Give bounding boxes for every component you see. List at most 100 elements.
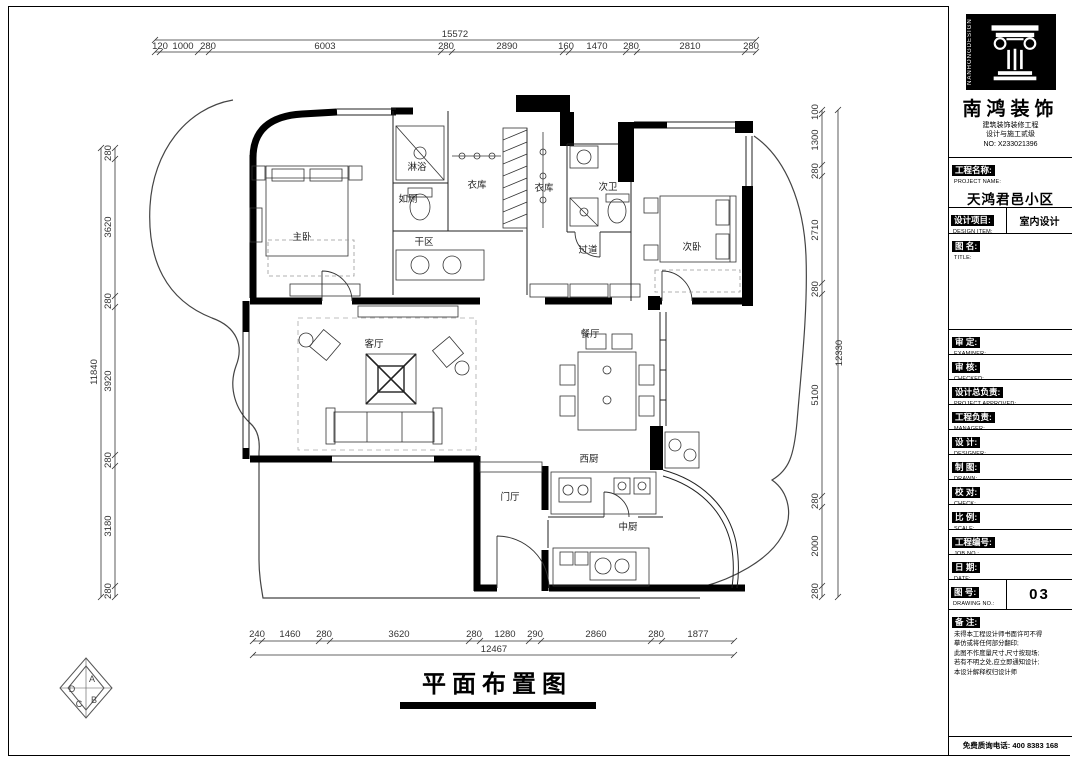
dim-label: 1300 bbox=[810, 129, 821, 150]
corner-ornament-letters: A B C D bbox=[69, 674, 97, 709]
dim-label: 280 bbox=[316, 629, 332, 640]
dimension-labels-top: 15572 120 1000 280 6003 280 2890 160 147… bbox=[152, 29, 759, 52]
dim-label: 160 bbox=[558, 41, 574, 52]
drawing-name-label: 图 名: bbox=[952, 241, 981, 253]
drawing-name-section: 图 名: TITLE: bbox=[949, 234, 1072, 330]
room-label-corridor: 过道 bbox=[578, 244, 598, 256]
note-line: 摹仿或将任何部分翻印; bbox=[954, 640, 1019, 648]
dim-label: 3180 bbox=[103, 515, 114, 536]
room-label-foyer: 门厅 bbox=[500, 491, 520, 503]
dim-label: 3620 bbox=[388, 629, 409, 640]
room-label-shower: 淋浴 bbox=[407, 161, 427, 173]
dim-label: 2710 bbox=[810, 219, 821, 240]
room-label-west-kitchen: 西厨 bbox=[579, 454, 599, 465]
dimension-labels-right: 12330 100 1300 280 2710 280 5100 280 200… bbox=[810, 104, 845, 599]
dim-label: 2890 bbox=[496, 41, 517, 52]
room-label-closet-a: 衣库 bbox=[467, 179, 487, 191]
field-label: 设 计: bbox=[952, 437, 981, 449]
drawing-number-label-en: DRAWING NO.: bbox=[953, 601, 995, 607]
room-label-chinese-kitchen: 中厨 bbox=[618, 521, 638, 533]
dim-label: 1460 bbox=[279, 629, 300, 640]
notes-section: 备 注: 未得本工程设计师书面许可不得 摹仿或将任何部分翻印; 此图不作度量尺寸… bbox=[949, 610, 1072, 737]
windows bbox=[242, 108, 753, 589]
dim-label: 100 bbox=[810, 104, 821, 120]
field-label-en: EXAMINER: bbox=[954, 351, 987, 357]
field-label-en: PROJECT APPROVED: bbox=[954, 401, 1017, 407]
dim-right-total: 12330 bbox=[834, 340, 845, 366]
field-label: 工程负责: bbox=[952, 412, 995, 424]
dim-label: 280 bbox=[810, 583, 821, 599]
dim-label: 280 bbox=[623, 41, 639, 52]
field-label: 校 对: bbox=[952, 487, 981, 499]
field-drawn: 制 图: DRAWN: bbox=[949, 455, 1072, 482]
ornament-letter-c: C bbox=[76, 699, 83, 709]
field-examiner: 审 定: EXAMINER: bbox=[949, 330, 1072, 357]
cert-line-2: 设计与施工贰级 bbox=[986, 131, 1035, 139]
title-underline-bar bbox=[400, 702, 596, 709]
dim-label: 2810 bbox=[679, 41, 700, 52]
doors bbox=[321, 231, 693, 589]
project-name-label: 工程名称: bbox=[952, 165, 995, 177]
project-name-section: 工程名称: PROJECT NAME: 天鸿君邑小区 bbox=[949, 158, 1072, 208]
field-check: 校 对: CHECK: bbox=[949, 480, 1072, 507]
sheet-title-group: 平面布置图 bbox=[400, 670, 596, 709]
room-label-dry-area: 干区 bbox=[414, 237, 434, 248]
field-designer: 设 计: DESIGNER: bbox=[949, 430, 1072, 457]
field-label-en: SCALE: bbox=[954, 526, 975, 532]
company-logo: NANHONGDESIGN bbox=[965, 14, 1056, 90]
field-job-no: 工程编号: JOB NO.: bbox=[949, 530, 1072, 557]
corner-ornament bbox=[59, 657, 113, 719]
design-item-value: 室内设计 bbox=[1019, 217, 1060, 228]
service-phone: 免费质询电话: 400 8383 168 bbox=[962, 741, 1059, 750]
logo-vertical-text: NANHONGDESIGN bbox=[966, 18, 973, 86]
dimension-labels-bottom: 240 1460 280 3620 280 1280 290 2860 280 … bbox=[249, 629, 709, 655]
floor-plan-drawing: 主卧 淋浴 如厕 衣库 衣库 次卫 次卧 干区 过道 客厅 餐厅 西厨 门厅 中… bbox=[59, 29, 845, 719]
dim-label: 2860 bbox=[585, 629, 606, 640]
project-name-label-en: PROJECT NAME: bbox=[954, 179, 1002, 185]
dim-label: 280 bbox=[810, 493, 821, 509]
dim-label: 280 bbox=[743, 41, 759, 52]
dim-label: 280 bbox=[648, 629, 664, 640]
ornament-letter-b: B bbox=[91, 695, 97, 705]
dim-label: 2000 bbox=[810, 535, 821, 556]
drawing-title: 平面布置图 bbox=[422, 670, 572, 698]
field-label: 审 核: bbox=[952, 362, 981, 374]
design-item-label: 设计项目: bbox=[951, 215, 994, 227]
drawing-number-label: 图 号: bbox=[951, 587, 980, 599]
walls-thick bbox=[242, 107, 753, 592]
field-label-en: DATE: bbox=[954, 576, 971, 582]
cert-line-1: 建筑装饰装修工程 bbox=[982, 122, 1039, 129]
note-line: 未得本工程设计师书面许可不得 bbox=[954, 631, 1043, 638]
dim-label: 280 bbox=[200, 41, 216, 52]
design-item-section: 设计项目: DESIGN ITEM: 室内设计 bbox=[949, 208, 1072, 235]
company-name: 南鸿装饰 bbox=[962, 99, 1059, 120]
dimension-labels-left: 11840 280 3620 280 3920 280 3180 280 bbox=[89, 145, 114, 599]
dim-label: 280 bbox=[103, 452, 114, 468]
dim-label: 1000 bbox=[172, 41, 193, 52]
dim-label: 240 bbox=[249, 629, 265, 640]
field-scale: 比 例: SCALE: bbox=[949, 505, 1072, 532]
dim-label: 280 bbox=[466, 629, 482, 640]
field-label-en: JOB NO.: bbox=[954, 551, 980, 557]
design-item-label-cell: 设计项目: DESIGN ITEM: bbox=[949, 208, 1007, 235]
dim-label: 280 bbox=[103, 293, 114, 309]
note-line: 本设计解释权归设计师 bbox=[954, 668, 1017, 676]
wall-blocks bbox=[516, 95, 753, 470]
company-logo-section: NANHONGDESIGN 南鸿装饰 建筑装饰装修工程 设计与施工贰级 NO: … bbox=[949, 6, 1072, 158]
dim-top-total: 15572 bbox=[442, 29, 468, 40]
dim-bottom-total: 12467 bbox=[481, 644, 507, 655]
field-checked: 审 核: CHECKED: bbox=[949, 355, 1072, 382]
furniture bbox=[249, 125, 741, 587]
field-label-en: DRAWN: bbox=[954, 476, 978, 482]
dim-label: 290 bbox=[527, 629, 543, 640]
field-label-en: DESIGNER: bbox=[954, 451, 987, 457]
dim-label: 3620 bbox=[103, 216, 114, 237]
dim-label: 1470 bbox=[586, 41, 607, 52]
dim-label: 280 bbox=[103, 583, 114, 599]
room-label-closet-b: 衣库 bbox=[534, 182, 554, 194]
room-label-master-bedroom: 主卧 bbox=[292, 231, 312, 243]
dim-label: 6003 bbox=[314, 41, 335, 52]
drawing-number-value: 03 bbox=[1029, 586, 1050, 603]
dim-label: 3920 bbox=[103, 370, 114, 391]
field-label-en: CHECKED: bbox=[954, 376, 985, 382]
